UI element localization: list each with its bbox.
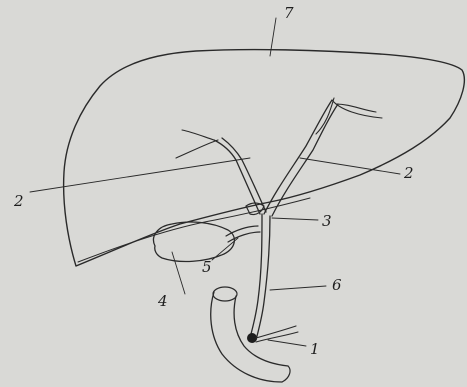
- label-duodenal-papilla: 1: [310, 340, 320, 358]
- label-hepatic-duct-left: 2: [13, 192, 24, 210]
- label-gallbladder: 4: [157, 292, 168, 310]
- label-liver: 7: [284, 4, 294, 22]
- label-hepatic-duct-junction: 3: [322, 212, 332, 230]
- label-cystic-duct: 5: [202, 258, 212, 276]
- label-common-bile-duct: 6: [332, 276, 342, 294]
- label-hepatic-duct-right: 2: [403, 164, 414, 182]
